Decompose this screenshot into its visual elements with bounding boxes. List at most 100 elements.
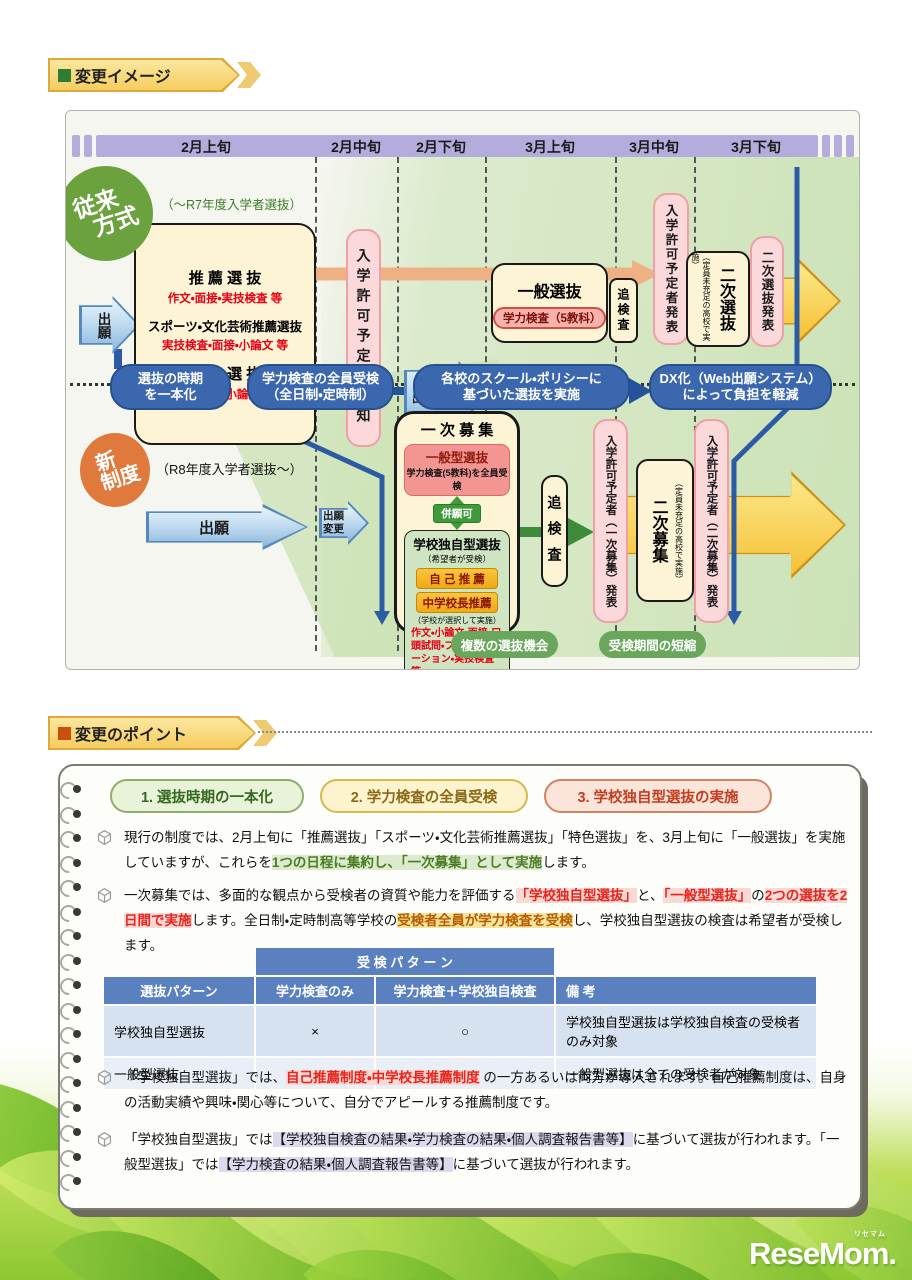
point-pill-3-line1: 各校のスクール・ポリシーに xyxy=(441,371,602,387)
section-marker-orange xyxy=(58,726,71,740)
point-pill-2-line1: 学力検査の全員受検 xyxy=(261,371,379,387)
heigan-row: 併願可 xyxy=(397,496,517,530)
point-pill-3-line2: 基づいた選抜を実施 xyxy=(462,387,580,402)
point-badge-1: 1. 選抜時期の一本化 xyxy=(110,779,304,813)
table-header-col2: 学力検査のみ xyxy=(256,977,374,1004)
resemom-logo-text: ReseMom. xyxy=(748,1236,897,1271)
old-second-note: （定員未充足の高校で実施） xyxy=(691,253,711,341)
table-cell: 学校独自型選抜 xyxy=(104,1006,254,1056)
paragraph-1: 現行の制度では、2月上旬に「推薦選抜」「スポーツ・文化芸術推薦選抜」「特色選抜」… xyxy=(96,826,852,876)
paragraph-2: 一次募集では、多面的な観点から受検者の資質や能力を評価する「学校独自型選抜」と、… xyxy=(96,884,852,959)
new-change-line1: 出願 xyxy=(323,510,344,523)
paragraph-2-text: 一次募集では、多面的な観点から受検者の資質や能力を評価する「学校独自型選抜」と、… xyxy=(124,888,848,953)
benefit-pill-2: 受検期間の短縮 xyxy=(599,631,706,658)
timeline-bar xyxy=(96,135,818,157)
paragraph-3: 「学校独自型選抜」では、自己推薦制度・中学校長推薦制度 の一方あるいは両方が導入… xyxy=(96,1066,852,1116)
table-cell: ○ xyxy=(376,1006,554,1056)
table-cell: 一般型選抜は全ての受検者が対象 xyxy=(556,1058,816,1089)
table-header-col3: 学力検査＋学校独自検査 xyxy=(376,977,554,1004)
point-badge-2: 2. 学力検査の全員受検 xyxy=(320,779,528,813)
new-announce1-panel: 入学許可予定者（一次募集）発表 xyxy=(593,419,628,623)
binding-ring xyxy=(56,778,90,803)
point-pill-4-line1: DX化（Web出願システム） xyxy=(659,371,822,387)
binding-ring xyxy=(56,1048,90,1073)
new-apply-arrow: 出願 xyxy=(146,504,308,550)
binding-ring xyxy=(56,974,90,999)
old-second-name: 二次選抜 xyxy=(717,267,734,331)
banner-echo-chevron xyxy=(237,62,261,88)
old-general-selection-box: 一般選抜 学力検査（5教科） xyxy=(491,263,608,343)
old-makeup-exam-box: 追検査 xyxy=(609,278,638,343)
new-second-name: 二次募集 xyxy=(649,498,667,563)
header-dotted-rule xyxy=(258,731,872,733)
timeline-segment xyxy=(834,135,842,157)
binding-ring xyxy=(56,852,90,877)
binding-ring xyxy=(56,901,90,926)
school-type-name: 学校独自型選抜 xyxy=(413,538,501,552)
new-change-line2: 変更 xyxy=(323,523,344,535)
new-system-badge: 新 制度 xyxy=(80,433,150,507)
binding-ring xyxy=(56,1170,90,1195)
binding-ring xyxy=(56,803,90,828)
timeline-segment xyxy=(846,135,854,157)
point-pill-4: DX化（Web出願システム） によって負担を軽減 xyxy=(649,364,832,410)
cube-icon xyxy=(96,1066,116,1116)
timeline-month: 2月上旬 xyxy=(181,139,231,155)
old-selection-2: スポーツ・文化芸術推薦選抜 xyxy=(147,319,302,334)
binding-ring xyxy=(56,925,90,950)
old-selection-1: 推 薦 選 抜 xyxy=(188,269,262,287)
binding-ring xyxy=(56,1023,90,1048)
old-selection-1-detail: 作文・面接・実技検査 等 xyxy=(167,292,283,305)
primary-title: 一 次 募 集 xyxy=(420,422,494,439)
table-corner-blank xyxy=(556,948,816,975)
new-makeup-exam-box: 追検査 xyxy=(541,475,568,587)
cube-icon xyxy=(96,884,116,959)
timeline-month: 3月中旬 xyxy=(629,139,679,155)
table-header-col4: 備 考 xyxy=(556,977,816,1004)
point-badge-3: 3. 学校独自型選抜の実施 xyxy=(544,779,772,813)
orange-arrowhead xyxy=(632,260,660,288)
paragraph-4: 「学校独自型選抜」では【学校独自検査の結果・学力検査の結果・個人調査報告書等】に… xyxy=(96,1128,852,1178)
selection-pattern-table: 受 検 パ タ ー ン 選抜パターン 学力検査のみ 学力検査＋学校独自検査 備 … xyxy=(104,948,816,1089)
cube-icon xyxy=(96,826,116,876)
new-system-note: （R8年度入学者選抜～） xyxy=(156,462,303,477)
blue-arrowhead xyxy=(629,378,652,404)
paragraph-4-text: 「学校独自型選抜」では【学校独自検査の結果・学力検査の結果・個人調査報告書等】に… xyxy=(124,1132,840,1172)
new-apply-label: 出願 xyxy=(198,519,229,537)
binding-ring xyxy=(56,999,90,1024)
new-second-note: （定員未充足の高校で実施） xyxy=(674,478,684,583)
old-system-note: （～R7年度入学者選抜） xyxy=(161,198,302,212)
point-pill-4-line2: によって負担を軽減 xyxy=(682,387,799,402)
old-announce2-panel: 二次選抜発表 xyxy=(750,236,784,347)
timeline-month: 2月下旬 xyxy=(416,139,466,155)
timeline-segment xyxy=(72,135,80,157)
resemom-logo-ruby: リセマム xyxy=(854,1231,886,1238)
heigan-badge: 併願可 xyxy=(433,503,481,523)
point-pill-1-line2: を一本化 xyxy=(144,387,197,402)
old-system-badge: 従来 方式 xyxy=(66,166,153,261)
timeline-divider xyxy=(397,157,399,651)
schedule-diagram: 2月上旬 2月中旬 2月下旬 3月上旬 3月中旬 3月下旬 従来 方式 （～R7… xyxy=(65,110,860,670)
old-general-name: 一般選抜 xyxy=(517,283,582,301)
table-cell: 一般型選抜 xyxy=(104,1058,254,1089)
section-marker-green xyxy=(58,68,71,82)
new-announce2-panel: 入学許可予定者（二次募集）発表 xyxy=(694,419,729,623)
section-banner-change-points: 変更のポイント xyxy=(48,716,277,750)
binding-ring xyxy=(56,950,90,975)
timeline-segment xyxy=(822,135,830,157)
cube-icon xyxy=(96,1128,116,1178)
down-arrowhead-right xyxy=(726,611,742,625)
binding-ring xyxy=(56,827,90,852)
section-banner-change-image: 変更イメージ xyxy=(48,58,261,92)
banner-fill xyxy=(50,718,254,748)
down-arrowhead-left xyxy=(374,611,390,625)
green-arrowhead xyxy=(568,518,594,546)
self-recommend-pill: 自 己 推 薦 xyxy=(416,568,498,589)
table-header-col1: 選抜パターン xyxy=(104,977,254,1004)
general-type-box: 一般型選抜 学力検査(5教科)を全員受検 xyxy=(404,444,510,496)
resemom-logo: リセマム ReseMom. xyxy=(748,1231,897,1272)
point-pill-3: 各校のスクール・ポリシーに 基づいた選抜を実施 xyxy=(413,364,630,410)
school-type-note: （希望者が受検） xyxy=(422,554,491,564)
old-selection-2-detail: 実技検査・面接・小論文 等 xyxy=(161,339,288,352)
timeline-month: 3月上旬 xyxy=(525,139,575,155)
